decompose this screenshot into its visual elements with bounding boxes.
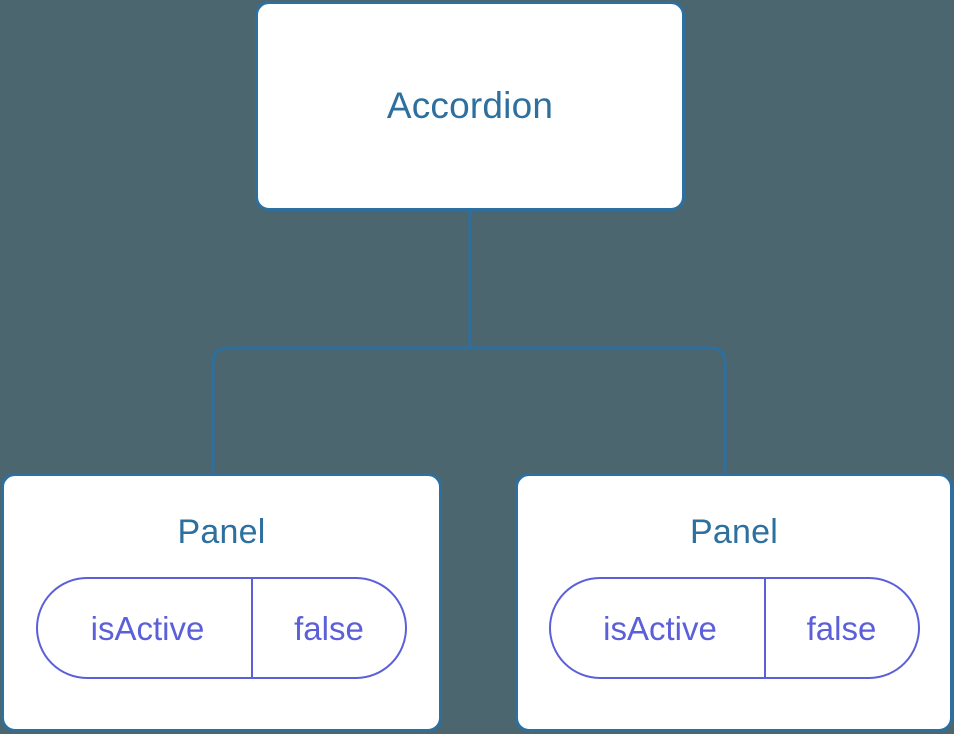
connector-bus-left: [211, 346, 470, 473]
connector-bus-right: [470, 346, 727, 473]
node-panel-1-title: Panel: [177, 513, 266, 551]
node-panel-1[interactable]: Panel isActive false: [1, 473, 442, 732]
node-panel-1-state-badge[interactable]: isActive false: [36, 577, 407, 680]
node-panel-2-state-key: isActive: [603, 609, 717, 647]
node-accordion-title: Accordion: [386, 84, 554, 126]
node-accordion[interactable]: Accordion: [255, 1, 685, 211]
node-panel-2[interactable]: Panel isActive false: [515, 473, 953, 732]
node-panel-2-state-badge[interactable]: isActive false: [548, 577, 920, 680]
node-panel-1-state-key: isActive: [90, 609, 205, 647]
node-panel-2-title: Panel: [690, 513, 778, 551]
node-panel-2-state-value: false: [763, 579, 918, 678]
node-panel-1-state-value: false: [251, 579, 405, 678]
